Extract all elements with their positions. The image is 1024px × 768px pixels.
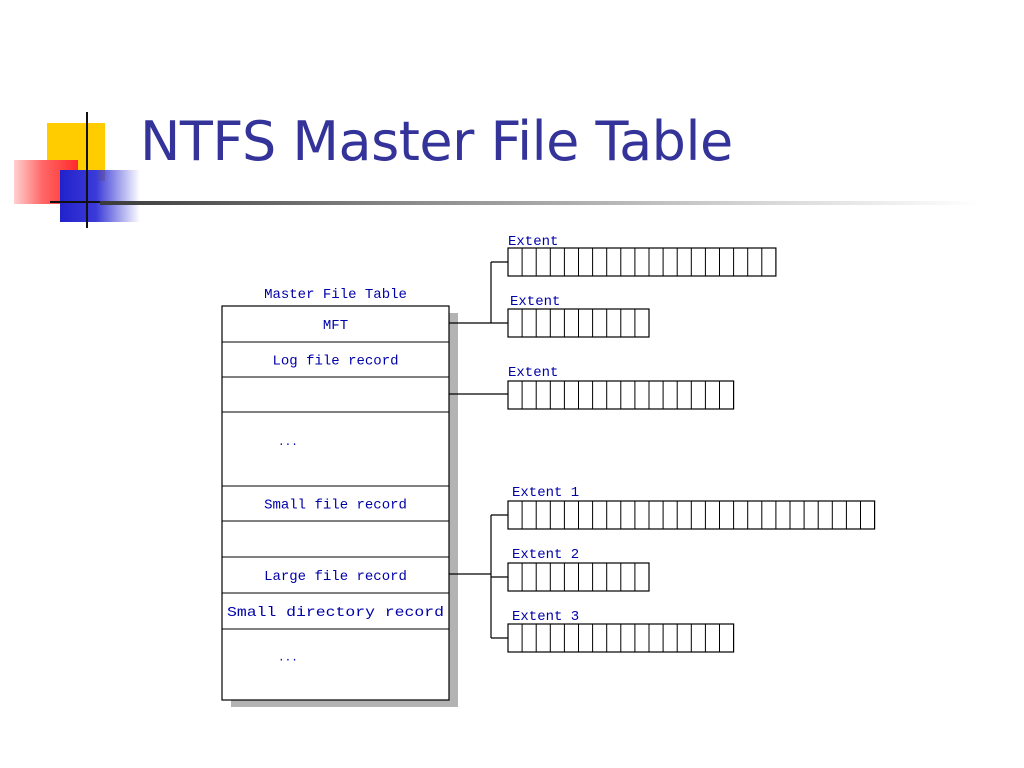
record-mft: MFT (323, 318, 348, 334)
record-log-file-record: Log file record (272, 354, 398, 370)
extent-extent-3-group-3: Extent 3 (507, 609, 735, 653)
extent-extent-1-group-3: Extent 1 (507, 485, 876, 530)
title-underline (100, 201, 980, 205)
extent-label: Extent 1 (512, 485, 579, 501)
extent-extent-group-1: Extent (507, 234, 777, 277)
logo-horizontal-line (50, 201, 100, 203)
record-ellipsis: ... (278, 653, 298, 665)
record-small-file-record: Small file record (264, 498, 407, 514)
table-title: Master File Table (264, 287, 407, 303)
extent-extent-2-group-3: Extent 2 (507, 547, 650, 592)
extent-label: Extent 3 (512, 609, 579, 625)
logo-blue-square (60, 170, 140, 222)
record-large-file-record: Large file record (264, 569, 407, 585)
logo-vertical-line (86, 112, 88, 228)
extent-label: Extent (508, 365, 558, 381)
record-small-directory-record: Small directory record (227, 605, 444, 621)
table-body (221, 305, 450, 701)
slide-logo (0, 0, 160, 240)
record-ellipsis: ... (278, 437, 298, 449)
extent-label: Extent (508, 234, 558, 250)
extent-extent-group-1: Extent (507, 294, 650, 338)
extent-block-row (507, 247, 777, 277)
page-title: NTFS Master File Table (140, 110, 733, 173)
extent-label: Extent (510, 294, 560, 310)
connectors (449, 261, 508, 639)
extent-label: Extent 2 (512, 547, 579, 563)
extent-extent-group-2: Extent (507, 365, 735, 410)
